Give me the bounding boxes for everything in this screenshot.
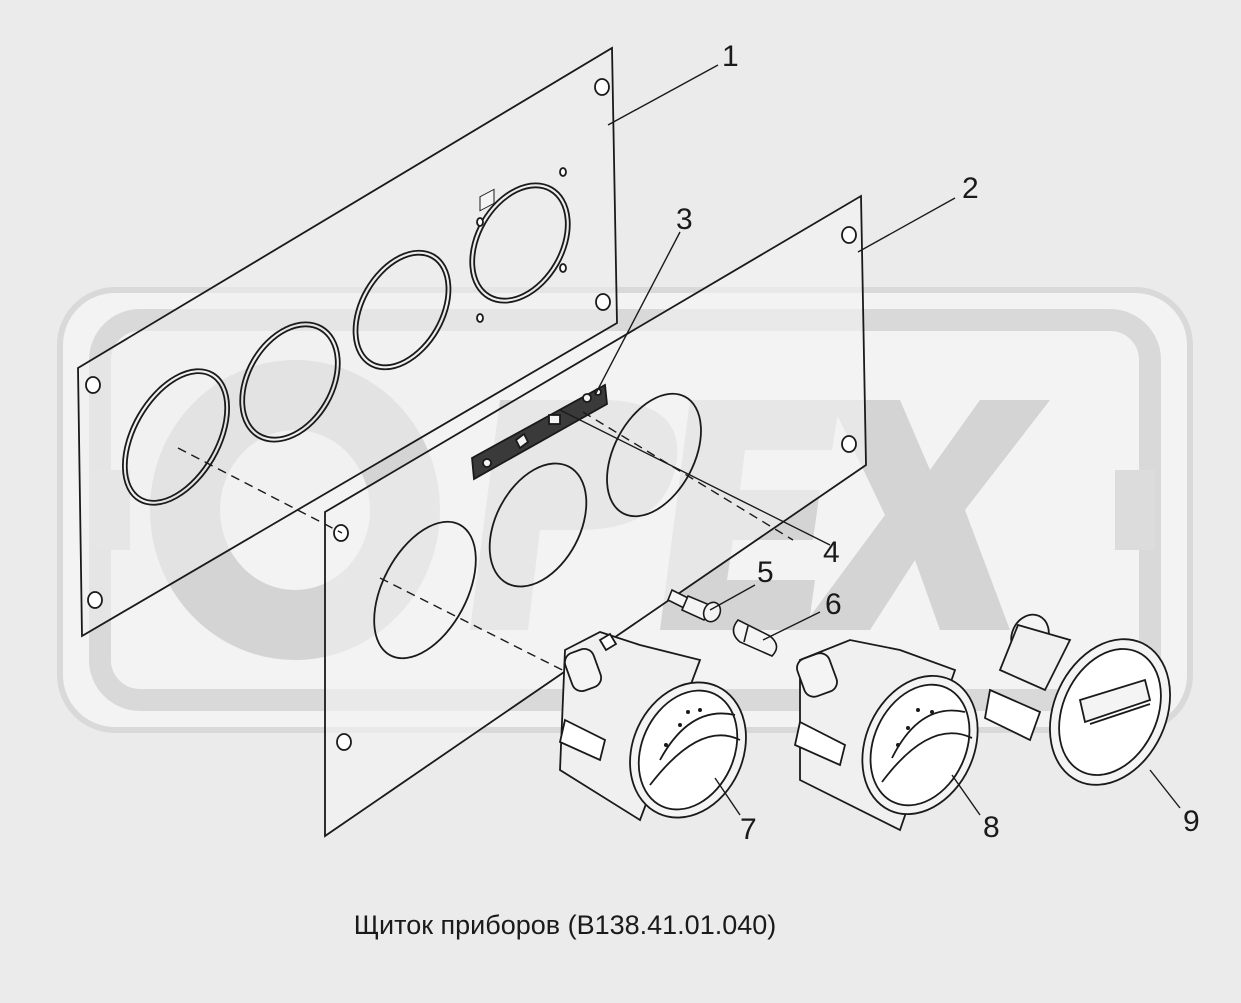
panel-1-gasket <box>77 46 618 638</box>
diagram-caption: Щиток приборов (В138.41.01.040) <box>353 910 777 940</box>
callout-9: 9 <box>1183 805 1200 838</box>
callout-2: 2 <box>962 172 979 205</box>
part-8-gauge <box>793 639 979 832</box>
callout-6: 6 <box>825 588 842 621</box>
part-7-gauge <box>558 631 747 822</box>
part-9-hour-meter <box>983 613 1171 786</box>
part-5-lamp-socket <box>666 588 722 623</box>
callout-7: 7 <box>740 813 757 846</box>
callout-4: 4 <box>823 536 840 569</box>
part-6-bulb <box>732 619 778 657</box>
callout-leader-lines <box>559 64 1181 816</box>
callout-3: 3 <box>676 203 693 236</box>
callout-1: 1 <box>722 40 739 73</box>
assembly-axis-lines <box>177 411 794 691</box>
callout-5: 5 <box>757 556 774 589</box>
panel-2-front-plate <box>324 188 867 838</box>
callout-8: 8 <box>983 811 1000 844</box>
